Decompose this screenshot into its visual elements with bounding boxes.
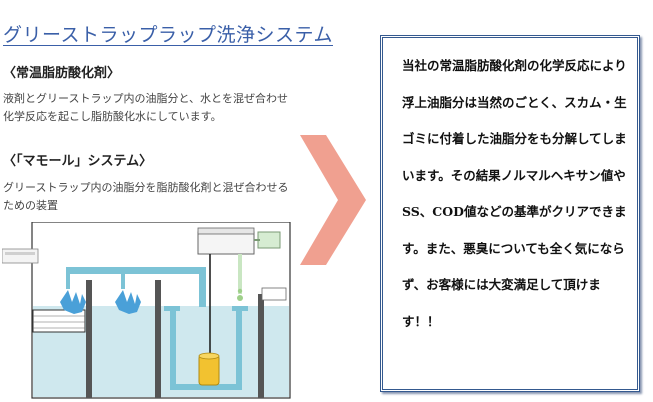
baffle-post (155, 280, 161, 398)
baffle-post (258, 294, 264, 398)
dosing-tube (238, 254, 242, 294)
chemical-tank (257, 231, 281, 249)
description-text: 当社の常温脂肪酸化剤の化学反応により浮上油脂分は当然のごとく、スカム・生ゴミに付… (402, 58, 627, 329)
page-title: グリーストラップラップ洗浄システム (3, 24, 333, 46)
section-heading-mamoru-system: 〈「マモール」システム〉 (3, 154, 153, 169)
circulation-pipe (170, 308, 176, 390)
left-baffle-box (32, 309, 86, 333)
grease-trap-diagram (2, 222, 291, 399)
outlet-pipe (261, 287, 287, 301)
description-box: 当社の常温脂肪酸化剤の化学反応により浮上油脂分は当然のごとく、スカム・生ゴミに付… (380, 35, 640, 392)
spray-header-pipe (66, 267, 206, 274)
inlet-pipe (2, 248, 39, 264)
baffle-post (86, 280, 92, 398)
pump (198, 354, 220, 386)
spray-nozzle (60, 290, 141, 314)
control-unit (197, 231, 255, 255)
section-body-oxidizer: 液剤とグリーストラップ内の油脂分と、水とを混ぜ合わせ化学反応を起こし脂肪酸化水に… (3, 92, 289, 123)
section-heading-oxidizer: 〈常温脂肪酸化剤〉 (3, 66, 121, 81)
right-arrow-icon (300, 135, 366, 265)
section-body-mamoru-system: グリーストラップ内の油脂分を脂肪酸化剤と混ぜ合わせるための装置 (3, 181, 289, 212)
